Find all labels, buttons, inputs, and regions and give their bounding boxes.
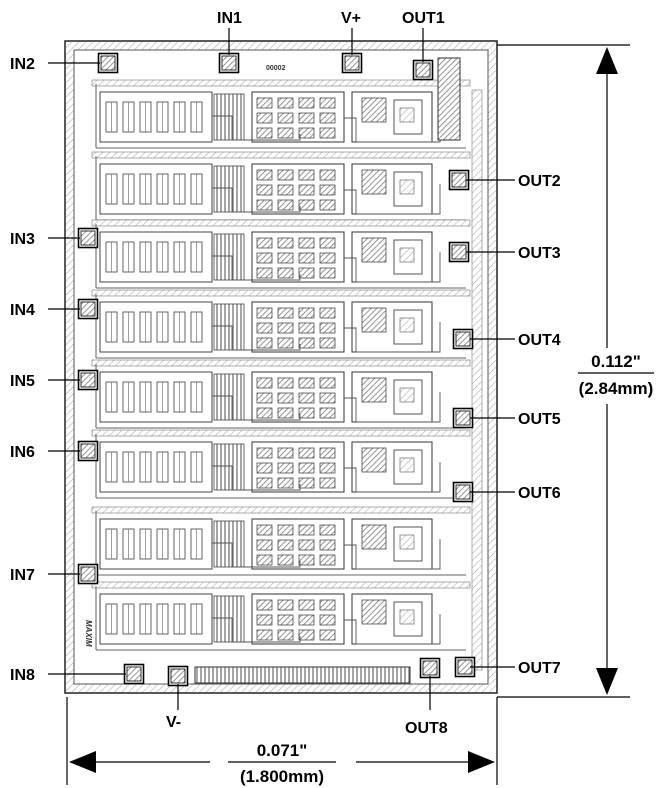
arrow-right-icon: [468, 751, 495, 773]
arrow-down-icon: [596, 668, 618, 695]
svg-text:MAXIM: MAXIM: [84, 620, 93, 647]
pin-label-v-plus: V+: [341, 10, 361, 27]
pad-out5: [452, 407, 474, 429]
width-mm: (1.800mm): [240, 767, 324, 786]
pin-label-out4: OUT4: [518, 332, 561, 349]
circuit-rows: [91, 79, 483, 671]
arrow-up-icon: [596, 47, 618, 74]
height-dimension-labels: 0.112" (2.84mm): [579, 352, 654, 398]
die-code-mark: 00002: [266, 65, 286, 72]
width-dimension: [66, 697, 498, 786]
pad-out1: [412, 59, 434, 81]
pin-label-in3: IN3: [10, 231, 35, 248]
amplifier-cell: [91, 289, 471, 359]
bond-pads: [77, 52, 476, 687]
arrow-left-icon: [69, 751, 96, 773]
pad-in1: [218, 52, 240, 74]
pad-out2: [448, 169, 470, 191]
right-bus: [471, 89, 483, 671]
svg-text:00002: 00002: [266, 65, 286, 72]
pin-labels: IN1 V+ OUT1 IN2 OUT2 IN3 OUT3 IN4 OUT4 I…: [10, 10, 561, 737]
height-inches: 0.112": [591, 352, 641, 371]
pin-label-out1: OUT1: [402, 10, 445, 27]
pin-label-in7: IN7: [10, 567, 35, 584]
pad-out3: [448, 241, 470, 263]
bottom-bus-bar: [194, 666, 411, 684]
pad-v-plus: [341, 52, 363, 74]
pad-v-minus: [167, 665, 189, 687]
pad-in2: [97, 52, 119, 74]
amplifier-cell: [91, 359, 471, 429]
amplifier-cell: [91, 219, 471, 289]
pad-in7: [77, 563, 99, 585]
pad-in8: [123, 663, 145, 685]
amplifier-cell: [91, 506, 471, 576]
pin-label-out7: OUT7: [518, 660, 561, 677]
pin-label-in6: IN6: [10, 444, 35, 461]
amplifier-cell: [91, 581, 471, 651]
pin-label-in2: IN2: [10, 56, 35, 73]
pin-label-out6: OUT6: [518, 485, 561, 502]
pin-label-out8: OUT8: [405, 720, 448, 737]
pad-in3: [77, 227, 99, 249]
pad-out8: [419, 657, 441, 679]
pin-label-in8: IN8: [10, 667, 35, 684]
pin-label-out3: OUT3: [518, 245, 561, 262]
pin-label-in5: IN5: [10, 373, 35, 390]
width-inches: 0.071": [257, 741, 308, 760]
pad-out6: [452, 481, 474, 503]
pad-out4: [452, 328, 474, 350]
height-mm: (2.84mm): [579, 379, 654, 398]
top-right-stub: [437, 57, 461, 141]
pin-leaders: [48, 28, 515, 710]
pin-label-out5: OUT5: [518, 411, 561, 428]
die-seal-ring: [66, 42, 496, 692]
pad-in5: [77, 369, 99, 391]
height-dimension: [497, 44, 658, 698]
die: 00002 MAXIM: [64, 40, 498, 694]
pad-in4: [77, 298, 99, 320]
pin-label-in1: IN1: [217, 10, 242, 27]
amplifier-cell: [91, 429, 471, 499]
pad-in6: [77, 440, 99, 462]
width-dimension-labels: 0.071" (1.800mm): [240, 741, 324, 786]
pin-label-in4: IN4: [10, 302, 35, 319]
pin-label-out2: OUT2: [518, 173, 561, 190]
amplifier-cell: [91, 151, 471, 221]
pin-label-v-minus: V-: [166, 714, 181, 731]
die-logo-mark: MAXIM: [84, 620, 93, 647]
amplifier-cell: [91, 79, 471, 149]
